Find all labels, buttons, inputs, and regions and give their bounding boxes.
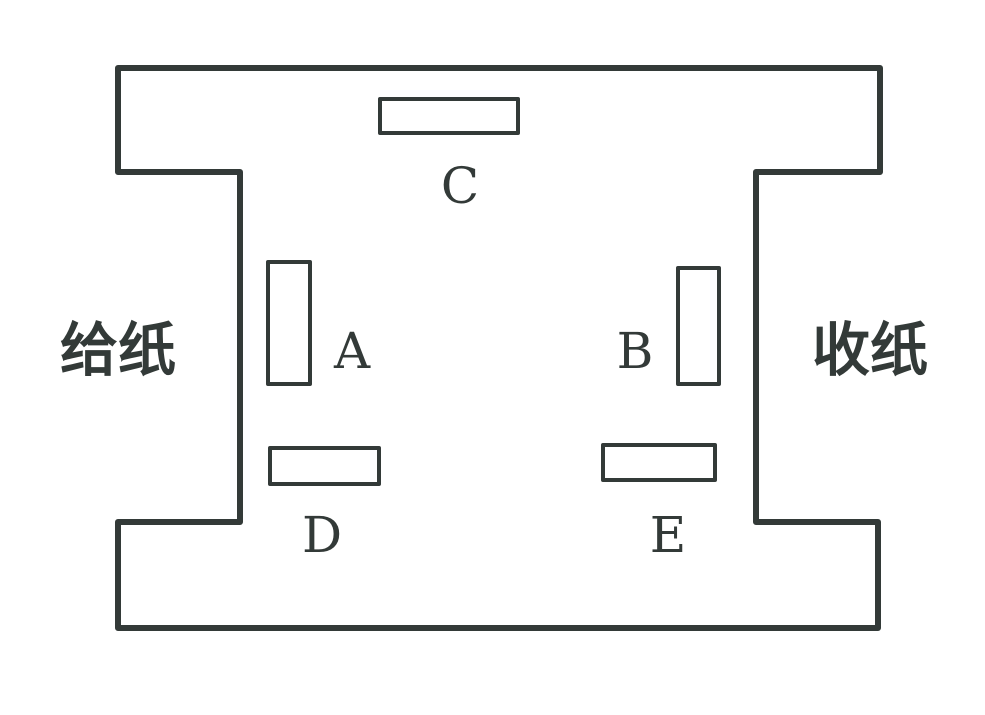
paper-feed-label: 给纸 (60, 316, 176, 384)
component-d (268, 446, 381, 486)
label-e: E (650, 506, 687, 564)
label-d: D (302, 506, 342, 564)
paper-output-label: 收纸 (812, 316, 928, 384)
label-a: A (333, 322, 371, 380)
frame-outline (115, 65, 883, 631)
label-b: B (617, 322, 654, 380)
component-c (378, 97, 520, 135)
component-e (601, 443, 717, 482)
component-a (266, 260, 312, 386)
component-b (676, 266, 721, 386)
label-c: C (441, 157, 479, 215)
